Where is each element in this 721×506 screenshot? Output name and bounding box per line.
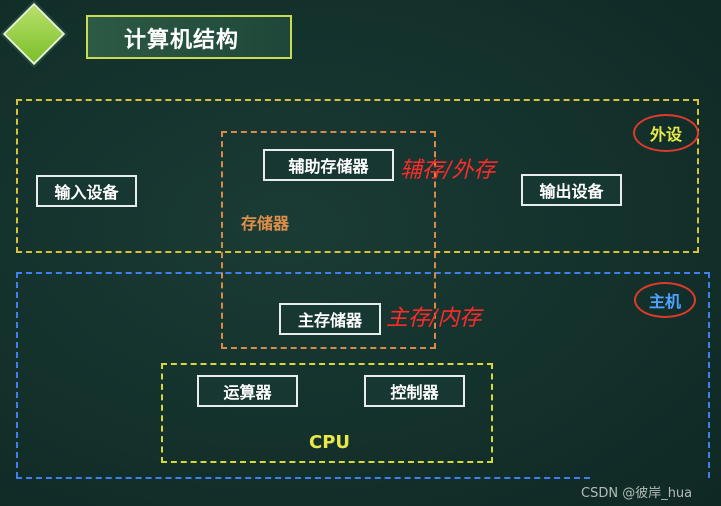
input-device-box: 输入设备 — [36, 175, 137, 207]
storage-region — [221, 131, 436, 349]
host-region — [16, 272, 710, 478]
main-storage-annotation: 主存/内存 — [386, 306, 482, 331]
aux-storage-box: 辅助存储器 — [263, 149, 394, 181]
host-badge: 主机 — [634, 282, 696, 318]
watermark: CSDN @彼岸_hua — [581, 486, 693, 501]
peripheral-badge: 外设 — [633, 114, 699, 152]
storage-label: 存储器 — [241, 214, 290, 233]
output-device-box: 输出设备 — [521, 174, 622, 206]
peripheral-region — [16, 99, 699, 253]
cpu-region — [161, 363, 493, 463]
cpu-label: CPU — [309, 432, 351, 453]
controller-box: 控制器 — [364, 375, 465, 407]
host-region-bottom-edge — [16, 477, 590, 479]
page-title: 计算机结构 — [124, 28, 240, 53]
alu-box: 运算器 — [197, 375, 298, 407]
title-box — [86, 15, 292, 59]
aux-storage-annotation: 辅存/外存 — [400, 158, 496, 183]
title-diamond-icon — [2, 2, 66, 66]
main-storage-box: 主存储器 — [279, 303, 381, 335]
